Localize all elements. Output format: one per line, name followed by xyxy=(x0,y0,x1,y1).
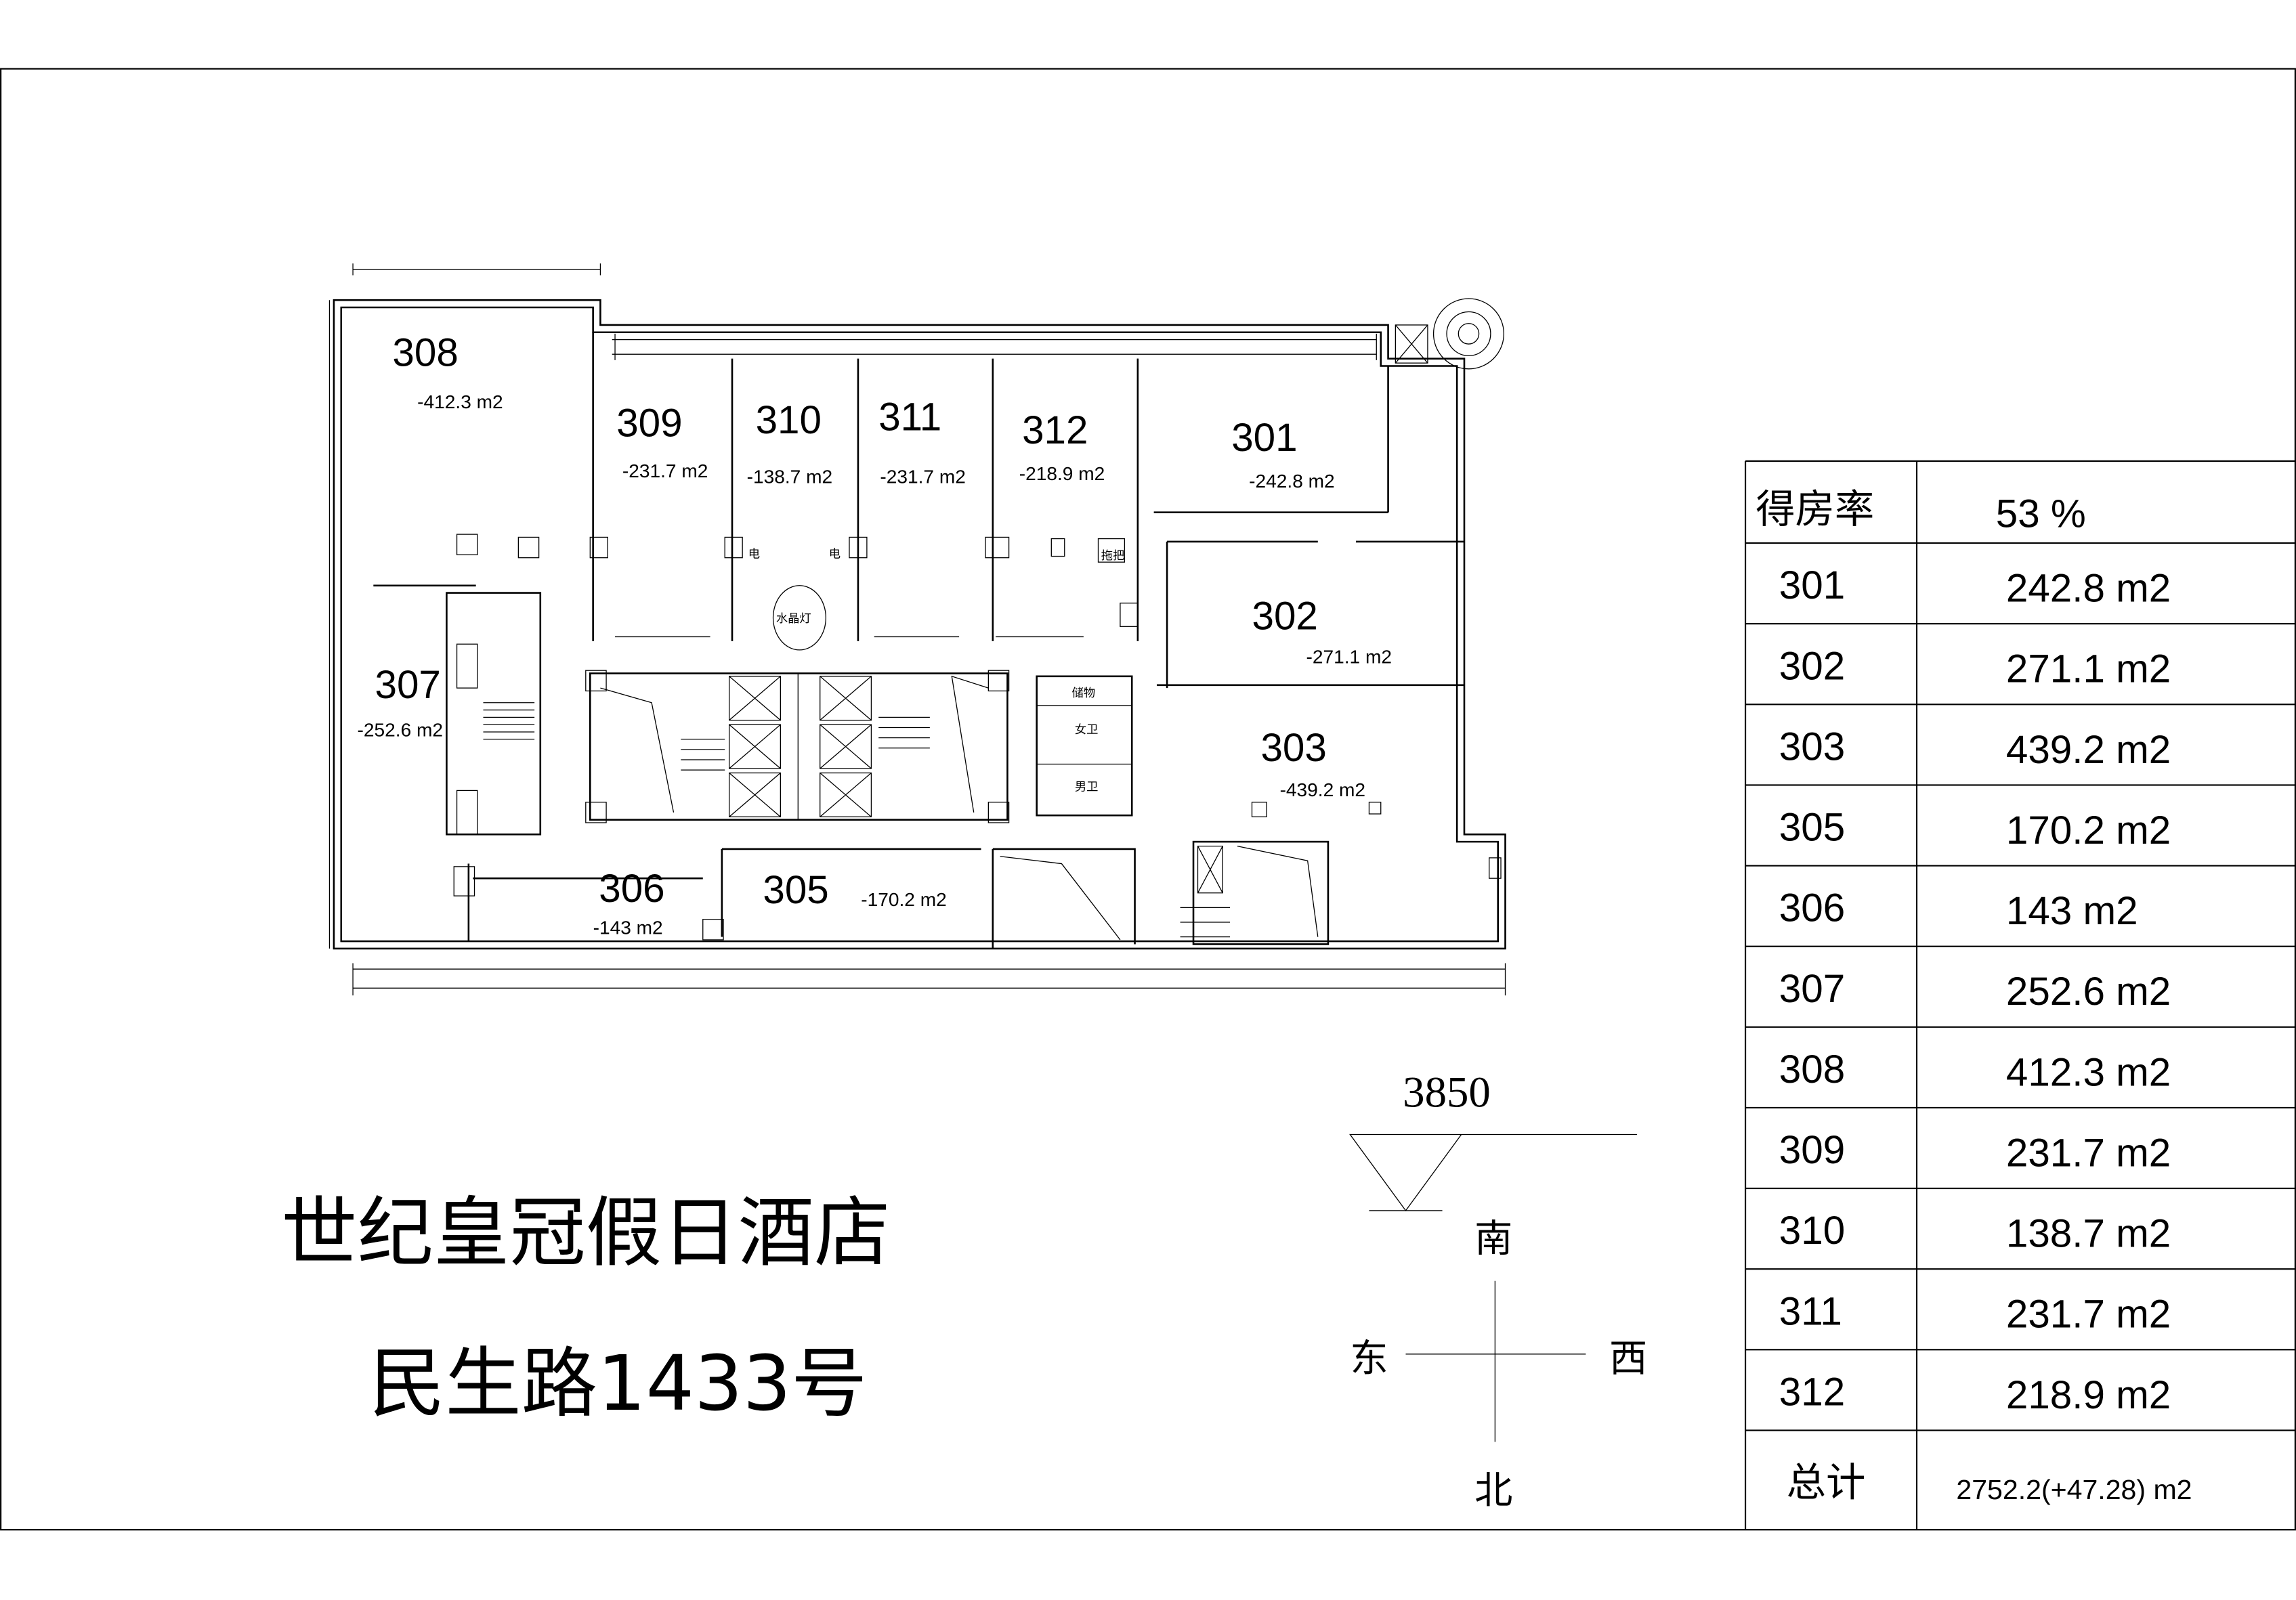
elevation-marker: 3850 xyxy=(1349,1068,1638,1212)
table-room-area: 138.7 m2 xyxy=(2006,1212,2171,1256)
room-305-number: 305 xyxy=(763,868,828,912)
room-301-number: 301 xyxy=(1231,416,1297,460)
room-310-area: -138.7 m2 xyxy=(747,466,833,487)
table-row: 310 138.7 m2 xyxy=(1779,1209,2171,1255)
room-labels: 308 -412.3 m2 309 -231.7 m2 310 -138.7 m… xyxy=(358,330,1392,938)
room-301-area: -242.8 m2 xyxy=(1249,471,1335,492)
room-302-area: -271.1 m2 xyxy=(1306,646,1392,667)
table-row: 306 143 m2 xyxy=(1779,886,2138,933)
table-room-number: 312 xyxy=(1779,1370,1845,1414)
storage-label: 储物 xyxy=(1072,687,1096,700)
room-311-number: 311 xyxy=(878,395,941,439)
room-302-number: 302 xyxy=(1252,594,1317,639)
total-value: 2752.2(+47.28) m2 xyxy=(1956,1474,2192,1505)
area-table: 得房率 53 % 301 242.8 m2 302 271.1 m2 303 439.2 … xyxy=(1744,460,2296,1530)
hotel-address: 民生路1433号 xyxy=(369,1339,868,1428)
room-309-number: 309 xyxy=(616,401,682,445)
table-row: 302 271.1 m2 xyxy=(1779,644,2171,691)
total-label: 总计 xyxy=(1787,1460,1866,1506)
room-312-number: 312 xyxy=(1022,408,1088,452)
table-room-area: 412.3 m2 xyxy=(2006,1050,2171,1094)
floor-plan xyxy=(328,263,1506,996)
table-row: 308 412.3 m2 xyxy=(1779,1047,2171,1094)
table-room-number: 305 xyxy=(1779,806,1845,850)
room-303-area: -439.2 m2 xyxy=(1280,779,1366,800)
room-309-area: -231.7 m2 xyxy=(622,460,708,481)
compass: 南 北 东 西 xyxy=(1350,1217,1647,1513)
room-308-number: 308 xyxy=(392,330,458,374)
mop-room-label: 拖把 xyxy=(1101,549,1125,563)
table-room-number: 306 xyxy=(1779,886,1845,930)
room-311-area: -231.7 m2 xyxy=(880,466,966,487)
table-room-number: 309 xyxy=(1779,1128,1845,1172)
table-room-area: 218.9 m2 xyxy=(2006,1373,2171,1417)
table-room-number: 302 xyxy=(1779,644,1845,688)
table-row: 305 170.2 m2 xyxy=(1779,806,2171,852)
room-305-area: -170.2 m2 xyxy=(861,889,946,910)
room-307-area: -252.6 m2 xyxy=(358,719,444,740)
men-wc-label: 男卫 xyxy=(1075,780,1099,794)
table-row: 301 242.8 m2 xyxy=(1779,563,2171,610)
table-row: 303 439.2 m2 xyxy=(1779,725,2171,771)
table-room-number: 307 xyxy=(1779,967,1845,1011)
occupancy-rate-value: 53 % xyxy=(1996,492,2086,536)
table-room-area: 231.7 m2 xyxy=(2006,1293,2171,1337)
room-306-number: 306 xyxy=(599,867,664,911)
table-row: 312 218.9 m2 xyxy=(1779,1370,2171,1417)
table-room-area: 242.8 m2 xyxy=(2006,567,2171,611)
table-room-number: 301 xyxy=(1779,563,1845,607)
elevation-value: 3850 xyxy=(1403,1068,1491,1117)
compass-west: 西 xyxy=(1609,1337,1647,1381)
electric-room-label-2: 电 xyxy=(829,548,841,561)
occupancy-rate-label: 得房率 xyxy=(1756,486,1874,532)
compass-east: 东 xyxy=(1350,1337,1388,1381)
room-307-number: 307 xyxy=(375,663,440,707)
table-row: 311 231.7 m2 xyxy=(1779,1289,2171,1336)
table-row: 307 252.6 m2 xyxy=(1779,967,2171,1014)
table-room-number: 310 xyxy=(1779,1209,1845,1253)
table-room-number: 308 xyxy=(1779,1047,1845,1091)
room-310-number: 310 xyxy=(756,398,822,442)
compass-north: 北 xyxy=(1474,1469,1512,1513)
room-312-area: -218.9 m2 xyxy=(1019,463,1105,484)
table-room-area: 271.1 m2 xyxy=(2006,647,2171,691)
table-room-area: 143 m2 xyxy=(2006,889,2138,933)
room-308-area: -412.3 m2 xyxy=(417,391,503,412)
table-room-area: 231.7 m2 xyxy=(2006,1131,2171,1175)
title-block: 世纪皇冠假日酒店 民生路1433号 xyxy=(281,1188,890,1428)
table-row: 309 231.7 m2 xyxy=(1779,1128,2171,1175)
table-room-area: 252.6 m2 xyxy=(2006,970,2171,1014)
women-wc-label: 女卫 xyxy=(1075,723,1099,737)
table-room-area: 439.2 m2 xyxy=(2006,728,2171,772)
table-room-area: 170.2 m2 xyxy=(2006,808,2171,852)
compass-south: 南 xyxy=(1474,1217,1512,1261)
drawing-frame xyxy=(0,68,2296,1531)
table-room-number: 311 xyxy=(1779,1289,1842,1333)
chandelier-label: 水晶灯 xyxy=(776,612,811,626)
room-303-number: 303 xyxy=(1260,726,1326,770)
room-306-area: -143 m2 xyxy=(593,917,663,938)
table-room-number: 303 xyxy=(1779,725,1845,769)
hotel-name: 世纪皇冠假日酒店 xyxy=(281,1188,890,1277)
electric-room-label: 电 xyxy=(748,548,760,561)
